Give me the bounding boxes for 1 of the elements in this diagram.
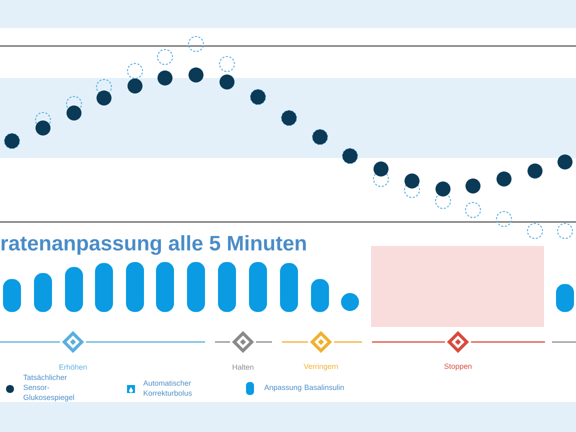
diagram-title: ratenanpassung alle 5 Minuten	[2, 235, 306, 255]
